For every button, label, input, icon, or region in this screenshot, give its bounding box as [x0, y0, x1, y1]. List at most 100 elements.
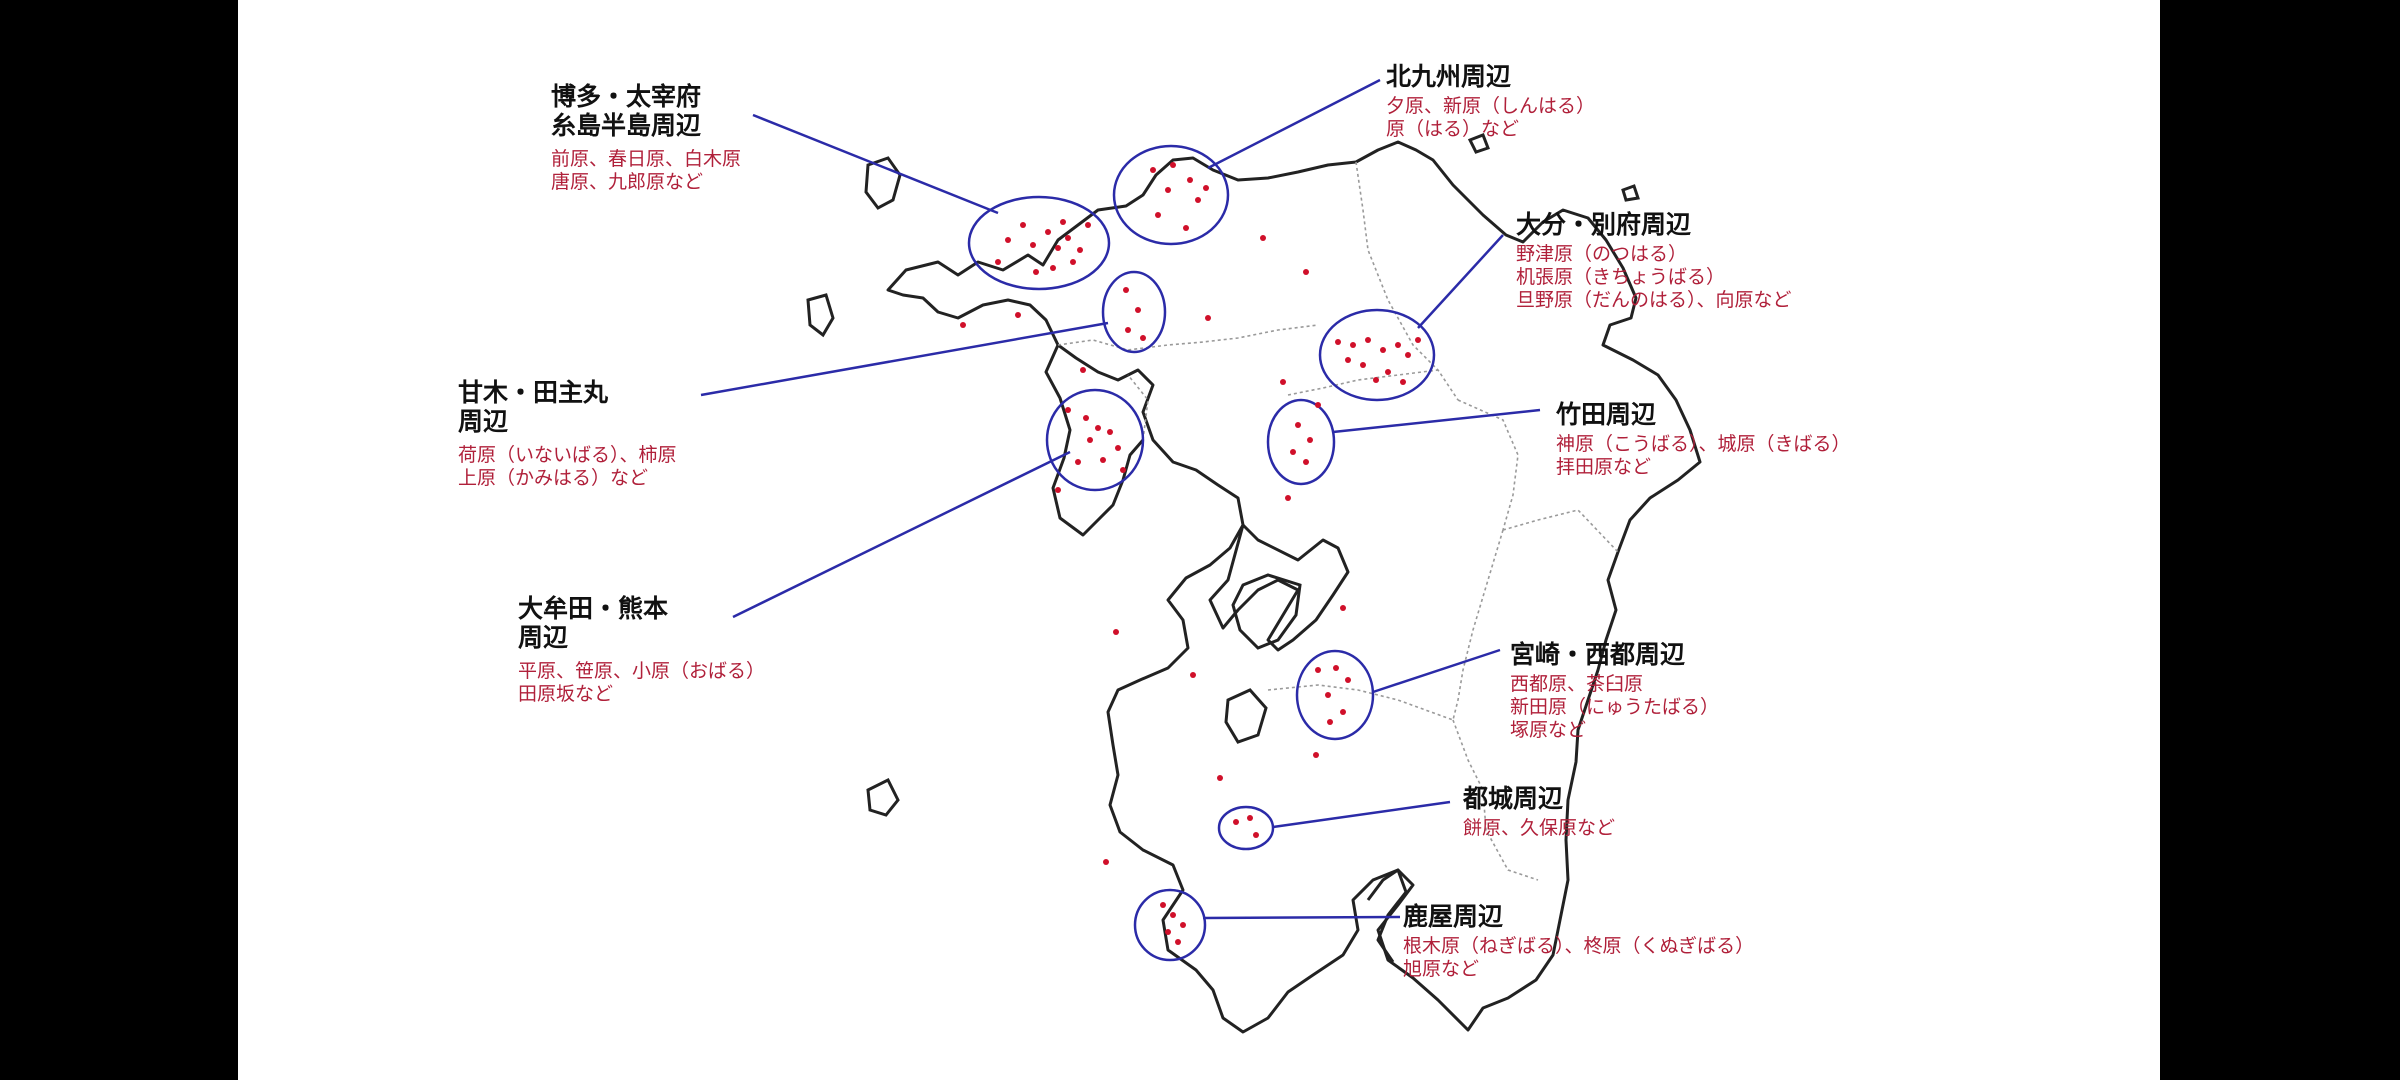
place-dot — [1405, 352, 1411, 358]
hirado-island — [806, 293, 835, 338]
place-dot — [1180, 922, 1186, 928]
place-dot — [1135, 307, 1141, 313]
circle-omuta — [1045, 388, 1145, 492]
place-dot — [1170, 162, 1176, 168]
region-kitakyushu: 北九州周辺 夕原、新原（しんはる） 原（はる）など — [1386, 62, 1595, 141]
place-dot — [1165, 929, 1171, 935]
place-dot — [1045, 229, 1051, 235]
place-dot — [1327, 719, 1333, 725]
shimabara-peninsula — [1208, 523, 1350, 652]
region-hakata: 博多・太宰府 糸島半島周辺 前原、春日原、白木原 唐原、九郎原など — [551, 82, 741, 194]
place-dot — [1060, 219, 1066, 225]
circle-amagi — [1101, 270, 1167, 354]
place-dot — [1070, 259, 1076, 265]
region-title: 大分・別府周辺 — [1516, 210, 1692, 239]
callout-line-amagi — [700, 321, 1109, 397]
region-omuta: 大牟田・熊本 周辺 平原、笹原、小原（おばる） 田原坂など — [518, 594, 765, 706]
callout-line-oita — [1417, 234, 1504, 329]
border-fukuoka-saga — [1057, 324, 1319, 351]
callout-line-kanoya — [1202, 915, 1401, 920]
place-dot — [995, 259, 1001, 265]
place-dot — [1247, 815, 1253, 821]
place-dot — [1030, 242, 1036, 248]
place-dot — [1380, 347, 1386, 353]
circle-taketa — [1266, 398, 1336, 486]
place-dot — [1385, 369, 1391, 375]
place-dot — [1113, 629, 1119, 635]
place-dot — [1340, 605, 1346, 611]
place-dot — [1083, 415, 1089, 421]
region-places: 西都原、茶臼原 新田原（にゅうたばる） 塚原など — [1510, 673, 1720, 741]
place-dot — [1085, 222, 1091, 228]
place-dot — [1190, 672, 1196, 678]
place-dot — [1120, 467, 1126, 473]
koshiki-island — [866, 777, 900, 817]
region-title: 大牟田・熊本 周辺 — [518, 594, 669, 652]
place-dot — [1170, 912, 1176, 918]
place-dot — [1260, 235, 1266, 241]
place-dot — [1313, 752, 1319, 758]
region-oita: 大分・別府周辺 野津原（のつはる） 机張原（きちょうばる） 旦野原（だんのはる）… — [1516, 210, 1792, 312]
place-dot — [1065, 235, 1071, 241]
place-dot — [1395, 342, 1401, 348]
callout-line-hakata — [752, 113, 999, 215]
place-dot — [1335, 339, 1341, 345]
place-dot — [1217, 775, 1223, 781]
callout-line-miyakonojo — [1272, 800, 1451, 829]
place-dot — [1055, 487, 1061, 493]
left-letterbox — [0, 0, 238, 1080]
place-dot — [1303, 459, 1309, 465]
place-dot — [1150, 167, 1156, 173]
place-dot — [1187, 177, 1193, 183]
place-dot — [1280, 379, 1286, 385]
place-dot — [1005, 237, 1011, 243]
place-dot — [1253, 832, 1259, 838]
region-places: 野津原（のつはる） 机張原（きちょうばる） 旦野原（だんのはる）、向原など — [1516, 243, 1792, 311]
place-dot — [1175, 939, 1181, 945]
place-dot — [1415, 337, 1421, 343]
small-island-2 — [1621, 184, 1640, 202]
place-dot — [1205, 315, 1211, 321]
place-dot — [1165, 187, 1171, 193]
border-kumamoto-kagoshima — [1267, 684, 1454, 721]
place-dot — [1160, 902, 1166, 908]
place-dot — [1107, 429, 1113, 435]
border-fukuoka-oita — [1355, 161, 1459, 401]
place-dot — [1340, 709, 1346, 715]
region-places: 荷原（いないばる）、柿原 上原（かみはる）など — [458, 444, 677, 489]
border-kumamoto-miyazaki — [1452, 529, 1504, 721]
region-title: 都城周辺 — [1463, 784, 1564, 813]
place-dot — [1015, 312, 1021, 318]
place-dot — [1195, 197, 1201, 203]
region-places: 根木原（ねぎばる）、柊原（くぬぎばる） 旭原など — [1403, 935, 1755, 980]
region-places: 前原、春日原、白木原 唐原、九郎原など — [551, 148, 742, 193]
place-dot — [1360, 362, 1366, 368]
region-title: 鹿屋周辺 — [1403, 902, 1504, 931]
place-dot — [1233, 819, 1239, 825]
map-canvas: 博多・太宰府 糸島半島周辺 前原、春日原、白木原 唐原、九郎原など 北九州周辺 … — [238, 0, 2160, 1080]
place-dot — [1100, 457, 1106, 463]
circle-oita — [1318, 308, 1436, 402]
circle-miyakonojo — [1217, 805, 1275, 851]
place-dot — [1203, 185, 1209, 191]
place-dot — [1095, 425, 1101, 431]
place-dot — [1140, 335, 1146, 341]
border-saga-nagasaki — [1127, 374, 1149, 441]
border-miyazaki-kagoshima — [1452, 719, 1539, 881]
place-dot — [1333, 665, 1339, 671]
circle-miyazaki — [1295, 649, 1375, 741]
region-title: 甘木・田主丸 周辺 — [458, 378, 609, 436]
kyushu-map — [700, 78, 1702, 1034]
region-places: 神原（こうばる）、城原（きばる） 拝田原など — [1556, 433, 1851, 478]
region-places: 餅原、久保原など — [1463, 817, 1616, 839]
place-dot — [1123, 287, 1129, 293]
region-amagi: 甘木・田主丸 周辺 荷原（いないばる）、柿原 上原（かみはる）など — [458, 378, 677, 490]
kyushu-coastline — [886, 140, 1702, 1034]
place-dot — [1075, 459, 1081, 465]
place-dot — [1065, 407, 1071, 413]
place-dot — [1077, 247, 1083, 253]
region-kanoya: 鹿屋周辺 根木原（ねぎばる）、柊原（くぬぎばる） 旭原など — [1403, 902, 1754, 981]
place-dot — [1020, 222, 1026, 228]
place-dot — [1365, 337, 1371, 343]
kagoshima-inner-bay — [1366, 868, 1408, 963]
